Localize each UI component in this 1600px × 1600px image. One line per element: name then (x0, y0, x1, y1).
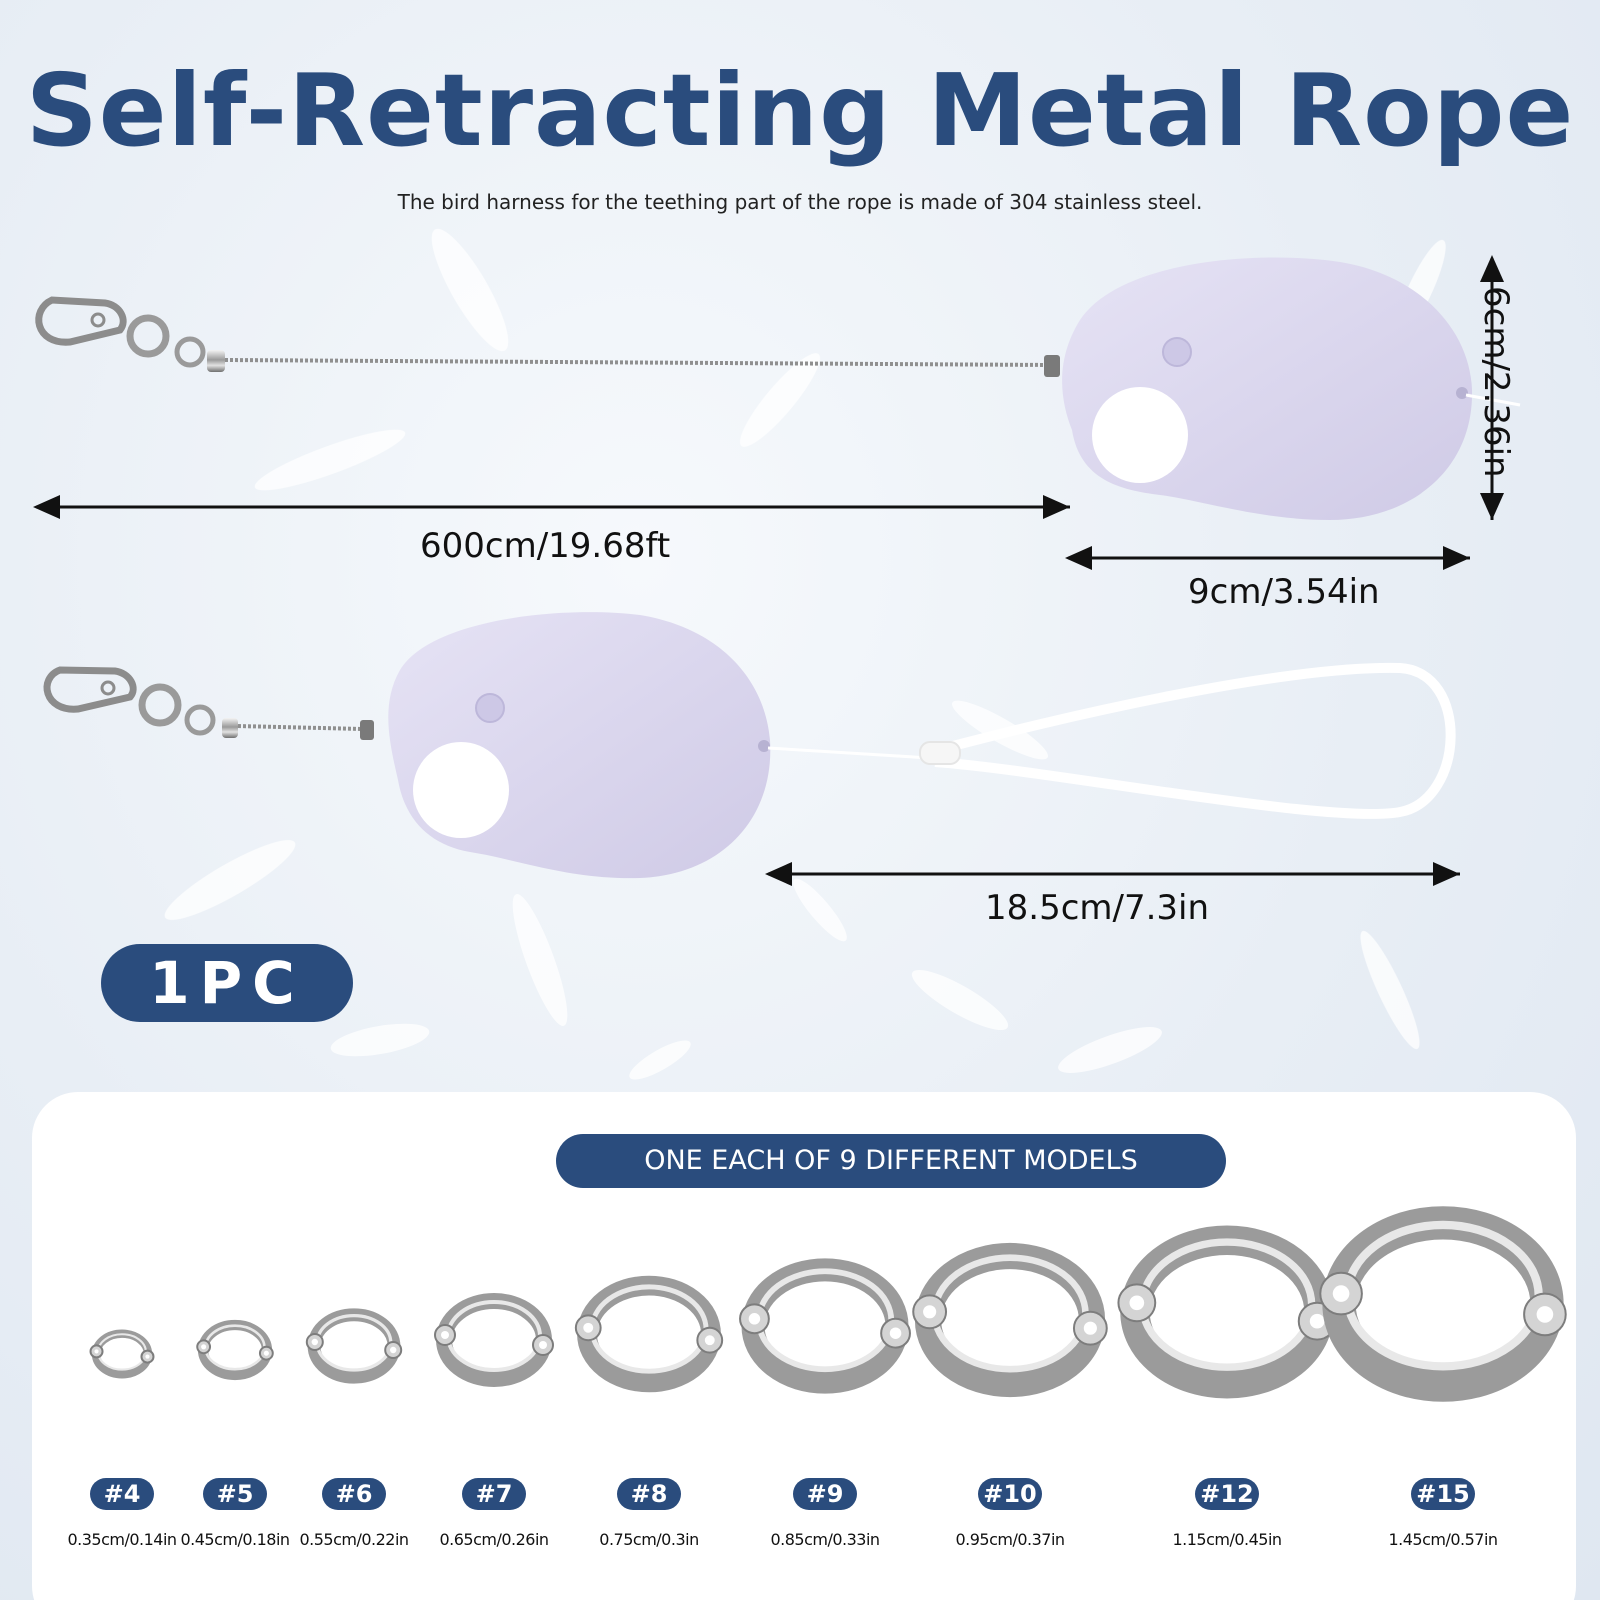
material-note: The bird harness for the teething part o… (397, 190, 1203, 214)
model-size-label: 1.45cm/0.57in (1388, 1530, 1498, 1549)
model-size-label: 0.45cm/0.18in (180, 1530, 290, 1549)
crimp-sleeve (207, 350, 225, 372)
model-size-label: 1.15cm/0.45in (1172, 1530, 1282, 1549)
model-size-label: 0.95cm/0.37in (955, 1530, 1065, 1549)
harness-ring-icon (1117, 1225, 1337, 1399)
clip-icon-lower (43, 666, 216, 736)
harness-ring-icon (1319, 1206, 1567, 1402)
width-label: 9cm/3.54in (1188, 572, 1380, 612)
wrist-loop (767, 662, 1456, 819)
harness-ring-icon (305, 1308, 403, 1384)
model-size-label: 0.65cm/0.26in (439, 1530, 549, 1549)
model-tag: #12 (1195, 1478, 1259, 1510)
model-tag: #9 (793, 1478, 857, 1510)
cable-outlet-lower (360, 720, 374, 740)
models-banner: ONE EACH OF 9 DIFFERENT MODELS (556, 1134, 1226, 1188)
harness-ring-icon (739, 1258, 911, 1394)
model-tag: #15 (1411, 1478, 1475, 1510)
crimp-sleeve-lower (222, 718, 238, 738)
model-tag: #10 (978, 1478, 1042, 1510)
quantity-badge: 1PC (101, 944, 353, 1022)
clip-icon (35, 296, 206, 368)
harness-ring-icon (196, 1319, 274, 1381)
harness-ring-icon (912, 1242, 1108, 1398)
harness-ring-icon (574, 1275, 724, 1393)
harness-ring-icon (434, 1293, 554, 1387)
model-size-label: 0.55cm/0.22in (299, 1530, 409, 1549)
page-title: Self-Retracting Metal Rope (25, 52, 1575, 169)
steel-cable (224, 358, 1051, 367)
cable-outlet (1044, 355, 1060, 377)
model-size-label: 0.75cm/0.3in (599, 1530, 699, 1549)
feather-decorations (164, 228, 1446, 1080)
model-tag: #6 (322, 1478, 386, 1510)
model-tag: #7 (462, 1478, 526, 1510)
model-tag: #8 (617, 1478, 681, 1510)
loop-length-label: 18.5cm/7.3in (985, 888, 1210, 928)
steel-cable-lower (237, 724, 363, 731)
retractor-body-bottom (388, 612, 771, 879)
length-label: 600cm/19.68ft (420, 526, 671, 566)
model-tag: #4 (90, 1478, 154, 1510)
harness-ring-icon (89, 1329, 155, 1379)
retractor-body-top (1062, 257, 1521, 520)
model-size-label: 0.85cm/0.33in (770, 1530, 880, 1549)
model-tag: #5 (203, 1478, 267, 1510)
model-size-label: 0.35cm/0.14in (67, 1530, 177, 1549)
